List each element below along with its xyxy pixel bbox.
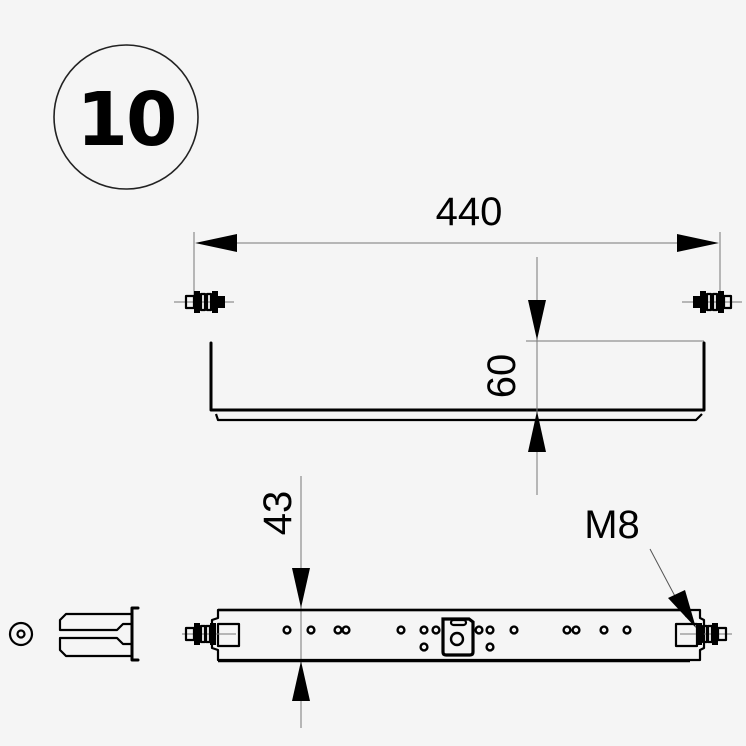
bolt-right-plan (680, 623, 732, 645)
depth-label: 43 (256, 491, 300, 536)
mounting-hole (282, 625, 292, 635)
arrow-up-icon (528, 411, 546, 452)
mounting-hole (571, 625, 581, 635)
bracket-plan-view (210, 608, 706, 663)
bolt-right-front (682, 291, 742, 313)
depth-dimension: 43 (256, 476, 310, 728)
thread-callout: M8 (584, 503, 696, 628)
step-circle (53, 44, 199, 190)
mounting-hole (485, 642, 495, 652)
height-label: 60 (480, 354, 524, 399)
mounting-hole (485, 625, 495, 635)
arrow-down-icon (528, 300, 546, 340)
mounting-hole (306, 625, 316, 635)
arrow-right-icon (677, 234, 719, 252)
bracket-front-elevation (209, 341, 706, 422)
bolt-left-plan (182, 623, 236, 645)
bracket-end-profile (8, 606, 140, 662)
mounting-hole (431, 625, 441, 635)
height-dimension: 60 (480, 257, 704, 495)
arrow-left-icon (195, 234, 237, 252)
mounting-hole (333, 625, 343, 635)
end-view-ring (8, 621, 34, 647)
mounting-hole (562, 625, 572, 635)
mounting-hole (341, 625, 351, 635)
width-label: 440 (436, 190, 503, 234)
mounting-hole (419, 642, 429, 652)
step-badge: 10 (53, 44, 199, 190)
step-number: 10 (77, 77, 176, 163)
arrow-up-icon (292, 661, 310, 701)
bolt-left-front (174, 291, 234, 313)
mounting-hole (419, 625, 429, 635)
mounting-hole (599, 625, 609, 635)
arrow-down-icon (292, 568, 310, 608)
width-dimension: 440 (193, 190, 721, 300)
mounting-hole (509, 625, 519, 635)
mounting-hole (474, 625, 484, 635)
mounting-hole (396, 625, 406, 635)
leader-arrow-icon (668, 590, 696, 628)
mounting-hole (622, 625, 632, 635)
thread-label: M8 (584, 503, 640, 547)
center-clip (441, 617, 475, 657)
